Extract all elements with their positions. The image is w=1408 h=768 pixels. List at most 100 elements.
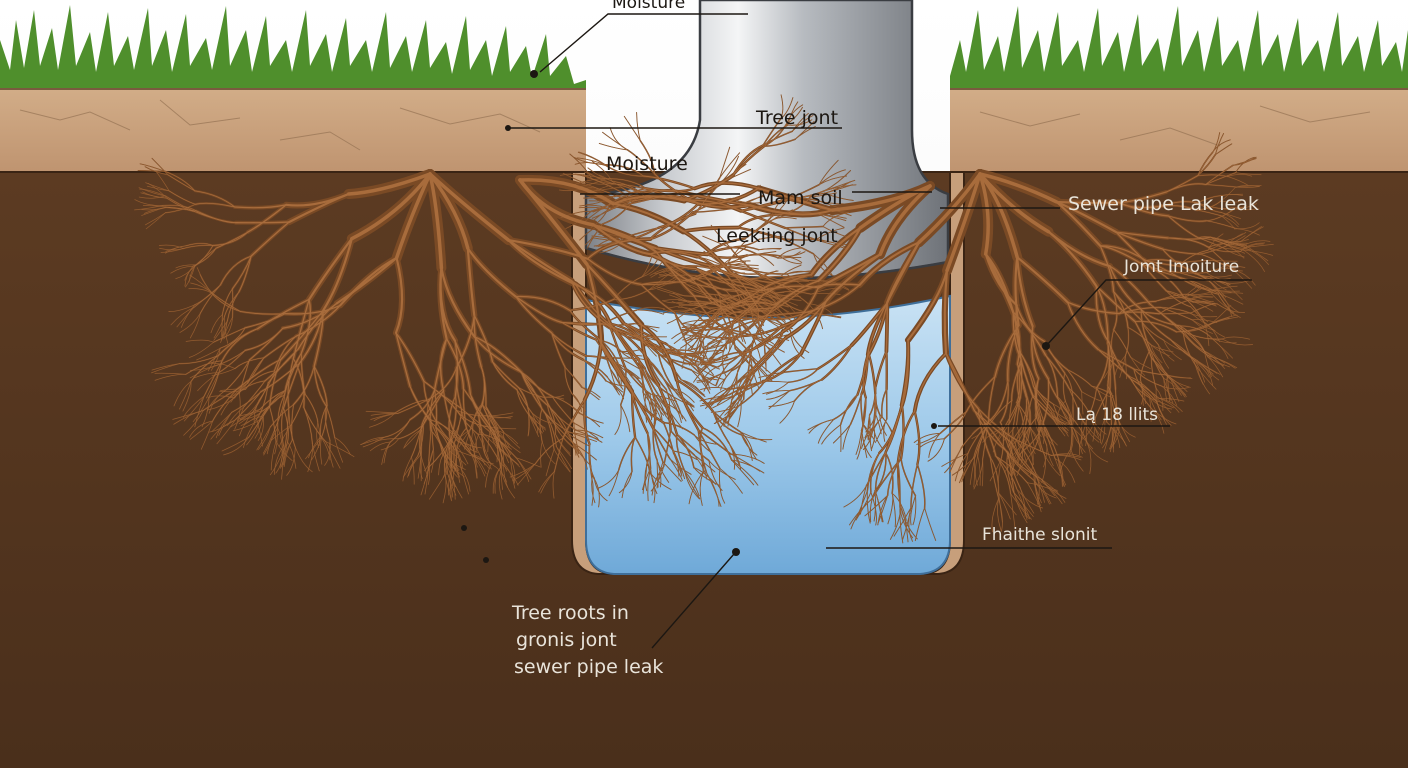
root-segment xyxy=(473,336,521,372)
root-segment xyxy=(732,318,765,330)
root-segment xyxy=(1082,419,1101,441)
root-segment xyxy=(1066,369,1092,387)
root-segment xyxy=(653,398,656,426)
root-segment xyxy=(194,395,205,428)
root-segment xyxy=(471,454,492,470)
root-segment xyxy=(901,339,909,406)
root-segment xyxy=(1051,410,1066,429)
root-segment xyxy=(210,292,241,312)
root-segment xyxy=(1149,349,1168,376)
root-segment xyxy=(240,415,264,427)
root-segment xyxy=(417,424,424,457)
root-segment xyxy=(234,406,244,430)
root-segment xyxy=(1011,452,1029,475)
root-segment xyxy=(1207,241,1241,248)
root-segment xyxy=(252,382,269,413)
root-segment xyxy=(699,284,740,291)
root-segment xyxy=(1236,186,1260,188)
root-segment xyxy=(592,161,613,182)
root-segment xyxy=(183,410,204,436)
root-segment xyxy=(720,402,734,428)
root-segment xyxy=(708,460,736,480)
root-segment xyxy=(1004,451,1023,473)
root-segment xyxy=(591,237,624,242)
root-segment xyxy=(1020,358,1034,396)
root-segment xyxy=(650,393,677,402)
root-segment xyxy=(211,412,232,432)
root-segment xyxy=(731,370,756,400)
root-segment xyxy=(784,368,819,373)
root-segment xyxy=(1220,293,1240,313)
root-segment xyxy=(643,175,696,189)
root-segment xyxy=(598,469,619,489)
root-segment xyxy=(973,459,983,490)
root-segment xyxy=(450,473,456,500)
root-segment xyxy=(1000,421,1013,454)
root-segment xyxy=(605,178,646,189)
root-segment xyxy=(1011,442,1035,475)
root-segment xyxy=(498,430,506,455)
root-segment xyxy=(1092,417,1096,442)
root-segment xyxy=(1145,259,1184,263)
root-segment xyxy=(442,453,447,478)
root-segment xyxy=(658,267,684,278)
root-segment xyxy=(581,387,600,400)
root-segment xyxy=(453,444,457,472)
root-segment xyxy=(1007,400,1013,434)
root-segment xyxy=(395,332,411,387)
root-segment xyxy=(564,366,573,394)
root-segment xyxy=(559,186,594,191)
root-segment xyxy=(592,223,657,250)
root-segment xyxy=(682,226,739,232)
root-segment xyxy=(423,380,436,421)
root-segment xyxy=(1197,360,1213,386)
root-segment xyxy=(1225,242,1248,247)
root-segment xyxy=(765,299,788,311)
root-segment xyxy=(578,152,607,166)
root-segment xyxy=(658,352,691,365)
root-segment xyxy=(944,411,967,439)
root-segment xyxy=(757,309,791,331)
root-segment xyxy=(569,432,597,442)
root-segment xyxy=(1189,280,1219,295)
root-segment xyxy=(788,368,819,383)
root-segment xyxy=(1235,157,1255,173)
root-segment xyxy=(727,275,741,301)
root-segment xyxy=(759,311,808,318)
root-segment xyxy=(625,368,651,395)
root-segment xyxy=(454,449,460,478)
root-segment xyxy=(221,328,259,362)
root-segment xyxy=(1107,385,1116,421)
caption-line-1: Tree roots in xyxy=(512,602,629,624)
root-segment xyxy=(689,363,708,385)
root-segment xyxy=(1205,208,1235,222)
root-segment xyxy=(1111,419,1117,447)
root-segment xyxy=(481,404,491,431)
root-segment xyxy=(313,365,328,406)
root-segment xyxy=(491,361,518,391)
root-segment xyxy=(486,420,501,450)
root-segment xyxy=(1016,424,1020,447)
root-segment xyxy=(403,430,421,449)
root-segment xyxy=(592,186,634,202)
root-segment xyxy=(1109,424,1120,450)
root-segment xyxy=(822,212,849,227)
root-segment xyxy=(466,247,517,298)
label-main-soil: Mam soil xyxy=(758,187,843,209)
root-segment xyxy=(871,424,875,450)
root-segment xyxy=(1211,338,1233,359)
root-segment xyxy=(1016,451,1033,473)
root-segment xyxy=(1244,244,1269,261)
root-segment xyxy=(990,400,1013,423)
root-segment xyxy=(824,181,851,194)
root-segment xyxy=(263,429,275,456)
root-segment xyxy=(472,430,477,454)
root-segment xyxy=(239,409,261,424)
root-segment xyxy=(786,273,810,288)
root-segment xyxy=(1010,429,1014,456)
root-segment xyxy=(1095,285,1136,323)
root-segment xyxy=(684,471,700,496)
root-segment xyxy=(627,149,655,174)
root-segment xyxy=(1140,308,1172,341)
root-segment xyxy=(1033,386,1054,405)
